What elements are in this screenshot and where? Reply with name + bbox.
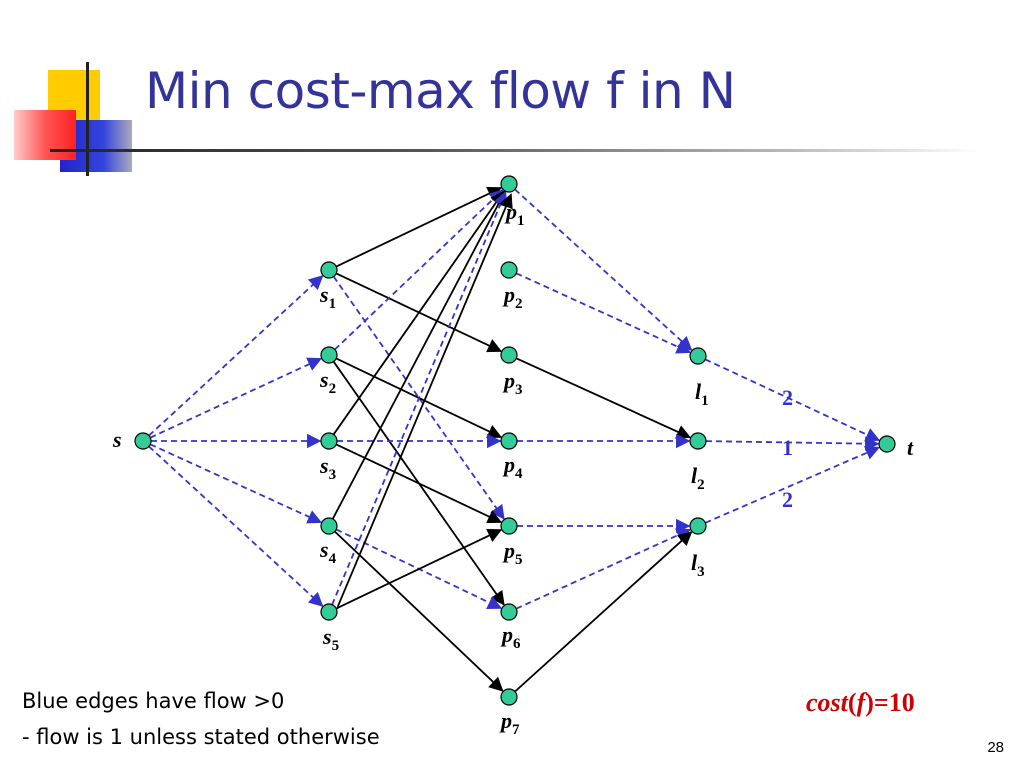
- node-label-t: t: [907, 435, 914, 460]
- node-label-p6: p6: [500, 622, 521, 652]
- node-s1: [320, 261, 338, 279]
- node-label-p2: p2: [502, 282, 523, 312]
- cost-word: cost: [806, 688, 848, 717]
- node-label-l1: l1: [695, 379, 709, 409]
- node-s3: [320, 432, 338, 450]
- flow-value-l1-t: 2: [782, 385, 793, 410]
- node-p4: [500, 432, 518, 450]
- node-p2: [500, 261, 518, 279]
- node-label-s2: s2: [319, 367, 336, 397]
- caption-line-1: Blue edges have flow >0: [22, 689, 285, 713]
- node-label-l3: l3: [691, 550, 705, 580]
- node-l1: [689, 347, 707, 365]
- edge-l2-t-flow: [705, 436, 880, 451]
- slide-number: 28: [987, 739, 1004, 756]
- labels-layer: 2 1 2 s s1 s2 s3 s4 s5 p1 p2 p3 p4 p5 p6 p7 l1 l2 l3 t: [112, 199, 914, 738]
- node-p1: [500, 175, 518, 193]
- edge-s5-p1-flow: [331, 190, 508, 605]
- node-s: [134, 432, 152, 450]
- node-t: [878, 435, 896, 453]
- node-label-p4: p4: [502, 452, 523, 482]
- node-s4: [320, 517, 338, 535]
- cost-paren-open: (: [847, 688, 857, 717]
- node-label-p3: p3: [502, 368, 523, 398]
- node-label-p1: p1: [504, 199, 525, 229]
- cost-var: f: [856, 688, 866, 717]
- nodes-layer: [134, 175, 896, 706]
- edge-p2-l1-flow: [515, 272, 692, 354]
- edge-l3-t-flow: [704, 446, 881, 524]
- cost-value: )=10: [865, 688, 915, 717]
- node-label-l2: l2: [691, 463, 705, 493]
- node-label-s3: s3: [319, 453, 336, 483]
- edge-s2-p1-flow: [334, 189, 504, 351]
- decor-vertical-line: [86, 62, 89, 176]
- node-label-s1: s1: [319, 282, 336, 312]
- node-label-s5: s5: [322, 624, 339, 654]
- edge-s-s1-flow: [148, 275, 324, 437]
- node-label-s4: s4: [319, 537, 337, 567]
- node-l2: [689, 432, 707, 450]
- flow-value-l3-t: 2: [782, 487, 793, 512]
- node-p3: [500, 346, 518, 364]
- node-p5: [500, 517, 518, 535]
- node-label-s: s: [112, 427, 122, 452]
- edge-s-s4-flow: [149, 443, 323, 524]
- edge-s5-p1: [336, 193, 513, 608]
- node-label-p7: p7: [499, 708, 520, 738]
- edge-s3-p5: [335, 443, 503, 524]
- edge-p3-l2: [515, 357, 692, 439]
- node-s5: [320, 603, 338, 621]
- node-p7: [500, 688, 518, 706]
- edge-p1-l1-flow: [514, 188, 693, 351]
- edges-layer: [148, 186, 881, 693]
- edge-p7-l3: [514, 531, 693, 693]
- edge-s1-p1: [335, 186, 503, 268]
- edge-s3-p1: [332, 190, 505, 435]
- cost-label: cost(f)=10: [806, 688, 915, 718]
- node-p6: [500, 603, 518, 621]
- edge-s-s5-flow: [148, 445, 324, 607]
- node-s2: [320, 346, 338, 364]
- caption-line-2: - flow is 1 unless stated otherwise: [22, 725, 380, 749]
- edge-p6-l3-flow: [515, 528, 692, 610]
- flow-value-l2-t: 1: [782, 435, 793, 460]
- edge-s5-p5: [335, 528, 503, 610]
- edge-s4-p7: [334, 530, 504, 692]
- title-underline: [50, 149, 980, 152]
- node-label-p5: p5: [502, 538, 523, 568]
- edge-s4-p1: [331, 190, 506, 520]
- edge-l1-t-flow: [704, 358, 881, 442]
- edge-s-s2-flow: [149, 357, 323, 439]
- node-l3: [689, 517, 707, 535]
- slide-title: Min cost-max flow f in N: [145, 62, 736, 120]
